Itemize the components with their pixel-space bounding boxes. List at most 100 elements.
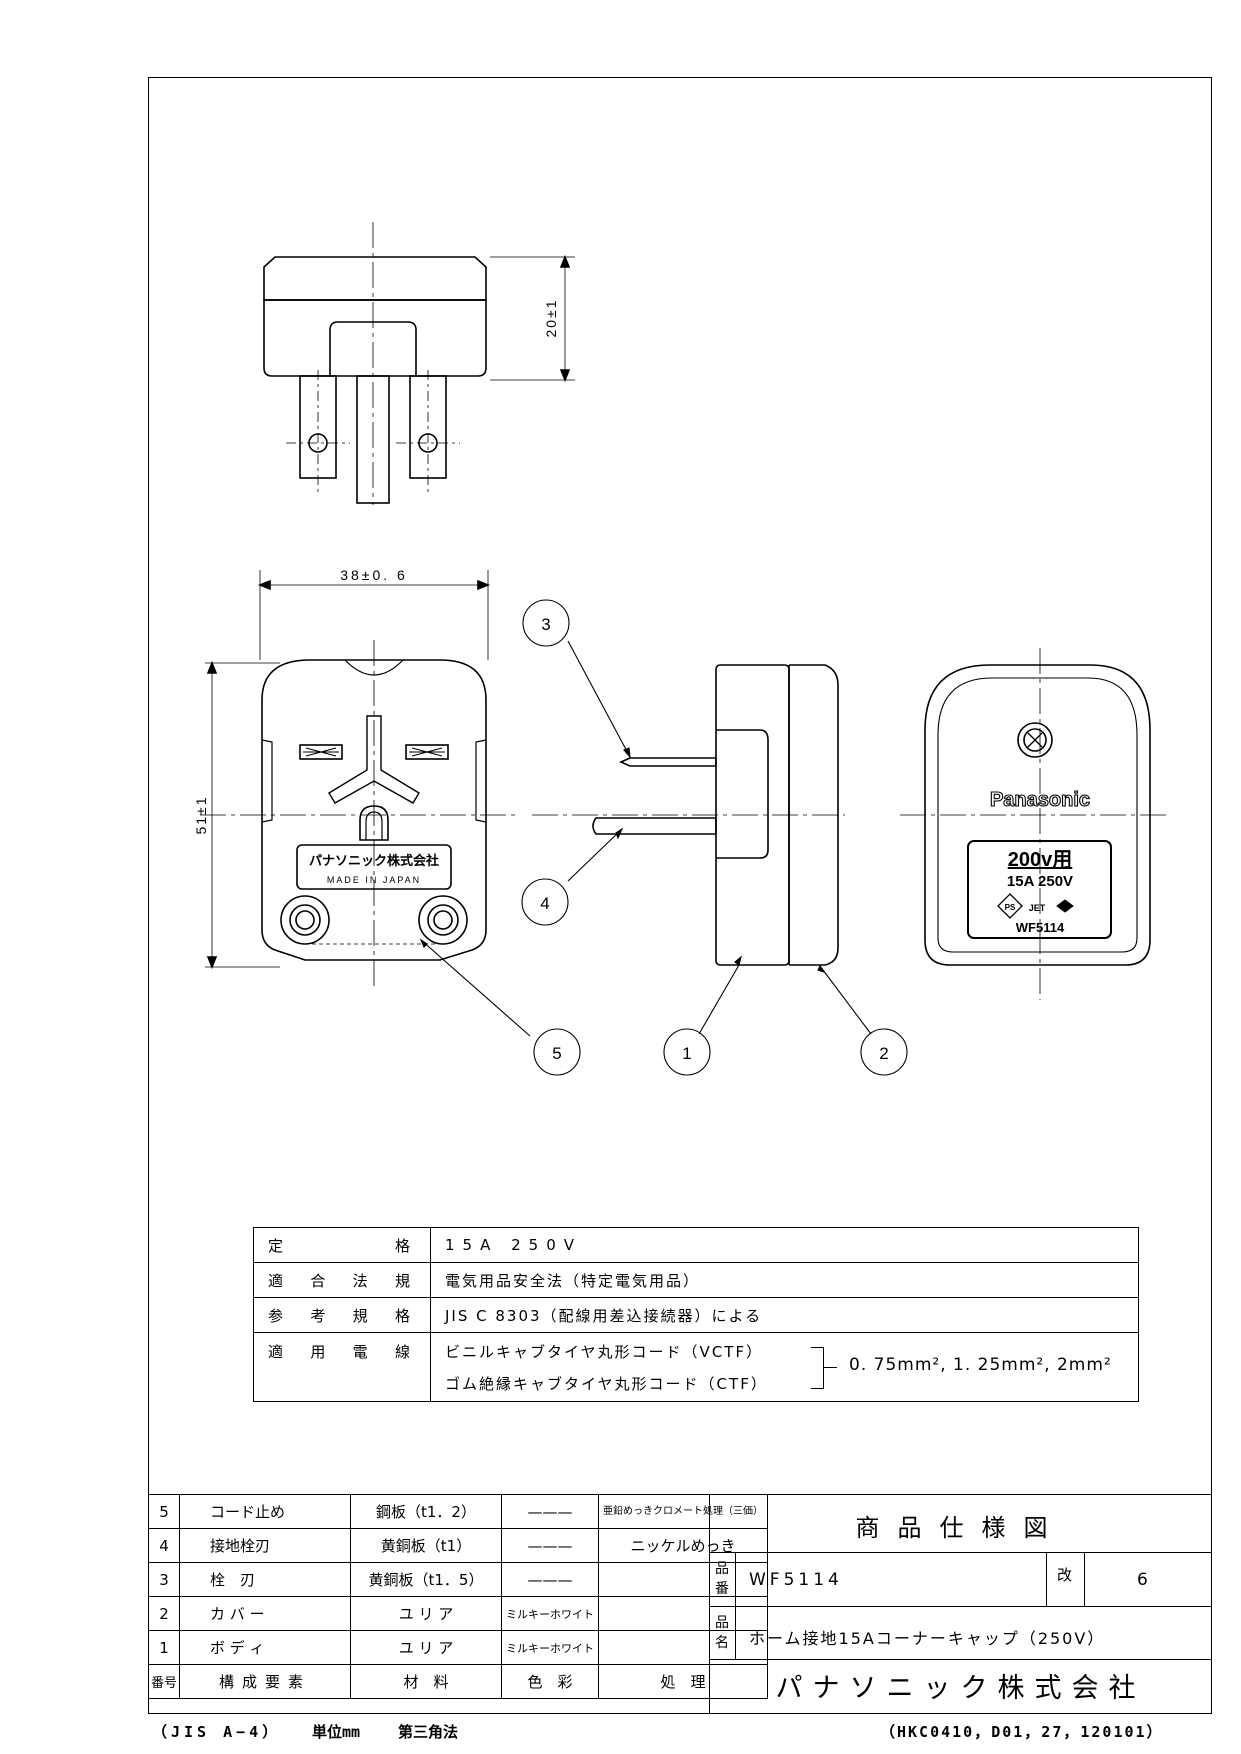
part-treatment: 亜鉛めっきクロメート処理（三価） [598,1494,768,1529]
header-color: 色 彩 [501,1664,599,1699]
tb-divider [709,1494,710,1714]
back-view: Panasonic 200v用 15A 250V PS JET WF5114 [900,648,1170,1000]
dim-width: 38±0. 6 [340,567,408,583]
balloon-4: 4 [521,878,569,926]
side-view [532,664,845,966]
part-number: 3 [148,1562,180,1597]
part-material: 鋼板（t1．2） [350,1494,502,1529]
part-number: 4 [148,1528,180,1563]
sheet-title: 商品仕様図 [855,1514,1066,1542]
footer-projection: 第三角法 [398,1723,459,1741]
header-treatment: 処 理 [598,1664,768,1699]
revision-label: 改 [1057,1566,1073,1584]
spec-row-law: 適合法規 電気用品安全法（特定電気用品） [253,1262,1139,1298]
svg-text:4: 4 [540,894,549,913]
front-view: 38±0. 6 51±1 パナソニック株式会社 MADE IN JAPAN [193,567,515,990]
spec-label: 参考規格 [253,1297,431,1333]
part-material: 黄銅板（t1） [350,1528,502,1563]
spec-label: 適合法規 [253,1262,431,1298]
header-material: 材 料 [350,1664,502,1699]
spec-value: 電気用品安全法（特定電気用品） [430,1262,1139,1298]
table-row: 1 ボ デ ィ ユ リ ア ミルキーホワイト [148,1630,768,1665]
spec-table: 定格 15A 250V 適合法規 電気用品安全法（特定電気用品） 参考規格 JI… [253,1227,1139,1402]
spec-value: JIS C 8303（配線用差込接続器）による [430,1297,1139,1333]
part-name: 栓 刃 [179,1562,351,1597]
back-pse-mark: PS [1005,903,1016,912]
table-row: 2 カ バ ー ユ リ ア ミルキーホワイト [148,1596,768,1631]
table-row: 3 栓 刃 黄銅板（t1．5） ——— [148,1562,768,1597]
part-material: ユ リ ア [350,1630,502,1665]
dim-height-top: 20±1 [543,298,559,337]
product-name-label: 品名 [715,1615,729,1651]
face-company-label: パナソニック株式会社 [309,853,439,868]
wire-sizes: 0. 75mm², 1. 25mm², 2mm² [849,1355,1112,1375]
tb-divider [709,1552,1212,1553]
tb-divider [735,1552,736,1659]
part-number: 1 [148,1630,180,1665]
svg-text:1: 1 [682,1044,691,1063]
tb-divider [709,1494,1212,1495]
tb-divider [1084,1552,1085,1606]
part-number: 2 [148,1596,180,1631]
part-no-value: WF5114 [749,1570,843,1590]
face-made-in-label: MADE IN JAPAN [327,875,421,885]
back-cert-label: JET [1029,903,1046,913]
balloon-1: 1 [663,1028,711,1076]
part-name: コード止め [179,1494,351,1529]
tb-divider [1046,1552,1047,1606]
header-name: 構成要素 [179,1664,351,1699]
footer-doc-code: （HKC0410，D01，27，120101） [880,1723,1164,1741]
part-balloons: 3 4 5 1 2 [419,599,908,1076]
tb-divider [709,1606,1212,1607]
part-color: ミルキーホワイト [501,1596,599,1631]
wire-bracket [811,1347,824,1389]
part-name: ボ デ ィ [179,1630,351,1665]
wire-bracket-tick [823,1367,837,1368]
spec-label: 適用電線 [253,1332,431,1402]
tb-divider [709,1659,1212,1660]
part-name: 接地栓刃 [179,1528,351,1563]
table-row: 4 接地栓刃 黄銅板（t1） ——— ニッケルめっき [148,1528,768,1563]
table-row: 5 コード止め 鋼板（t1．2） ——— 亜鉛めっきクロメート処理（三価） [148,1494,768,1529]
footer-unit: 単位mm [312,1723,361,1741]
svg-text:3: 3 [541,615,550,634]
spec-row-wire: 適用電線 ビニルキャブタイヤ丸形コード（VCTF） ゴム絶縁キャブタイヤ丸形コー… [253,1332,1139,1402]
wire-type-vctf: ビニルキャブタイヤ丸形コード（VCTF） [445,1343,764,1361]
drawing-frame [148,77,1212,1714]
balloon-3: 3 [522,599,570,647]
part-color: ミルキーホワイト [501,1630,599,1665]
svg-text:5: 5 [552,1044,561,1063]
spec-value-wire: ビニルキャブタイヤ丸形コード（VCTF） ゴム絶縁キャブタイヤ丸形コード（CTF… [430,1332,1139,1402]
company-name: パナソニック株式会社 [775,1673,1146,1704]
part-number: 5 [148,1494,180,1529]
spec-label: 定格 [253,1227,431,1263]
top-view: 20±1 [263,222,575,505]
back-rating-label: 15A 250V [1007,873,1073,890]
part-color: ——— [501,1494,599,1529]
spec-row-standard: 参考規格 JIS C 8303（配線用差込接続器）による [253,1297,1139,1333]
spec-value: 15A 250V [430,1227,1139,1263]
part-material: 黄銅板（t1．5） [350,1562,502,1597]
parts-table: 5 コード止め 鋼板（t1．2） ——— 亜鉛めっきクロメート処理（三価） 4 … [148,1494,768,1699]
back-brand-label: Panasonic [990,789,1090,811]
balloon-5: 5 [533,1028,581,1076]
part-treatment [598,1630,768,1665]
revision-value: 6 [1137,1570,1148,1590]
part-color: ——— [501,1562,599,1597]
wire-type-ctf: ゴム絶縁キャブタイヤ丸形コード（CTF） [445,1375,768,1393]
product-name-value: ホーム接地15Aコーナーキャップ（250V） [749,1629,1106,1648]
table-header-row: 番号 構成要素 材 料 色 彩 処 理 [148,1664,768,1699]
part-treatment [598,1562,768,1597]
balloon-2: 2 [860,1028,908,1076]
back-voltage-label: 200v用 [1008,849,1073,871]
part-name: カ バ ー [179,1596,351,1631]
title-block: 商品仕様図 品番 WF5114 改 6 品名 ホーム接地15Aコーナーキャップ（… [709,1494,1212,1714]
spec-row-rating: 定格 15A 250V [253,1227,1139,1263]
back-model-label: WF5114 [1016,920,1065,935]
part-material: ユ リ ア [350,1596,502,1631]
part-color: ——— [501,1528,599,1563]
footer-paper-size: （JIS A−4） [152,1723,282,1741]
svg-text:2: 2 [879,1044,888,1063]
header-number: 番号 [148,1664,180,1699]
